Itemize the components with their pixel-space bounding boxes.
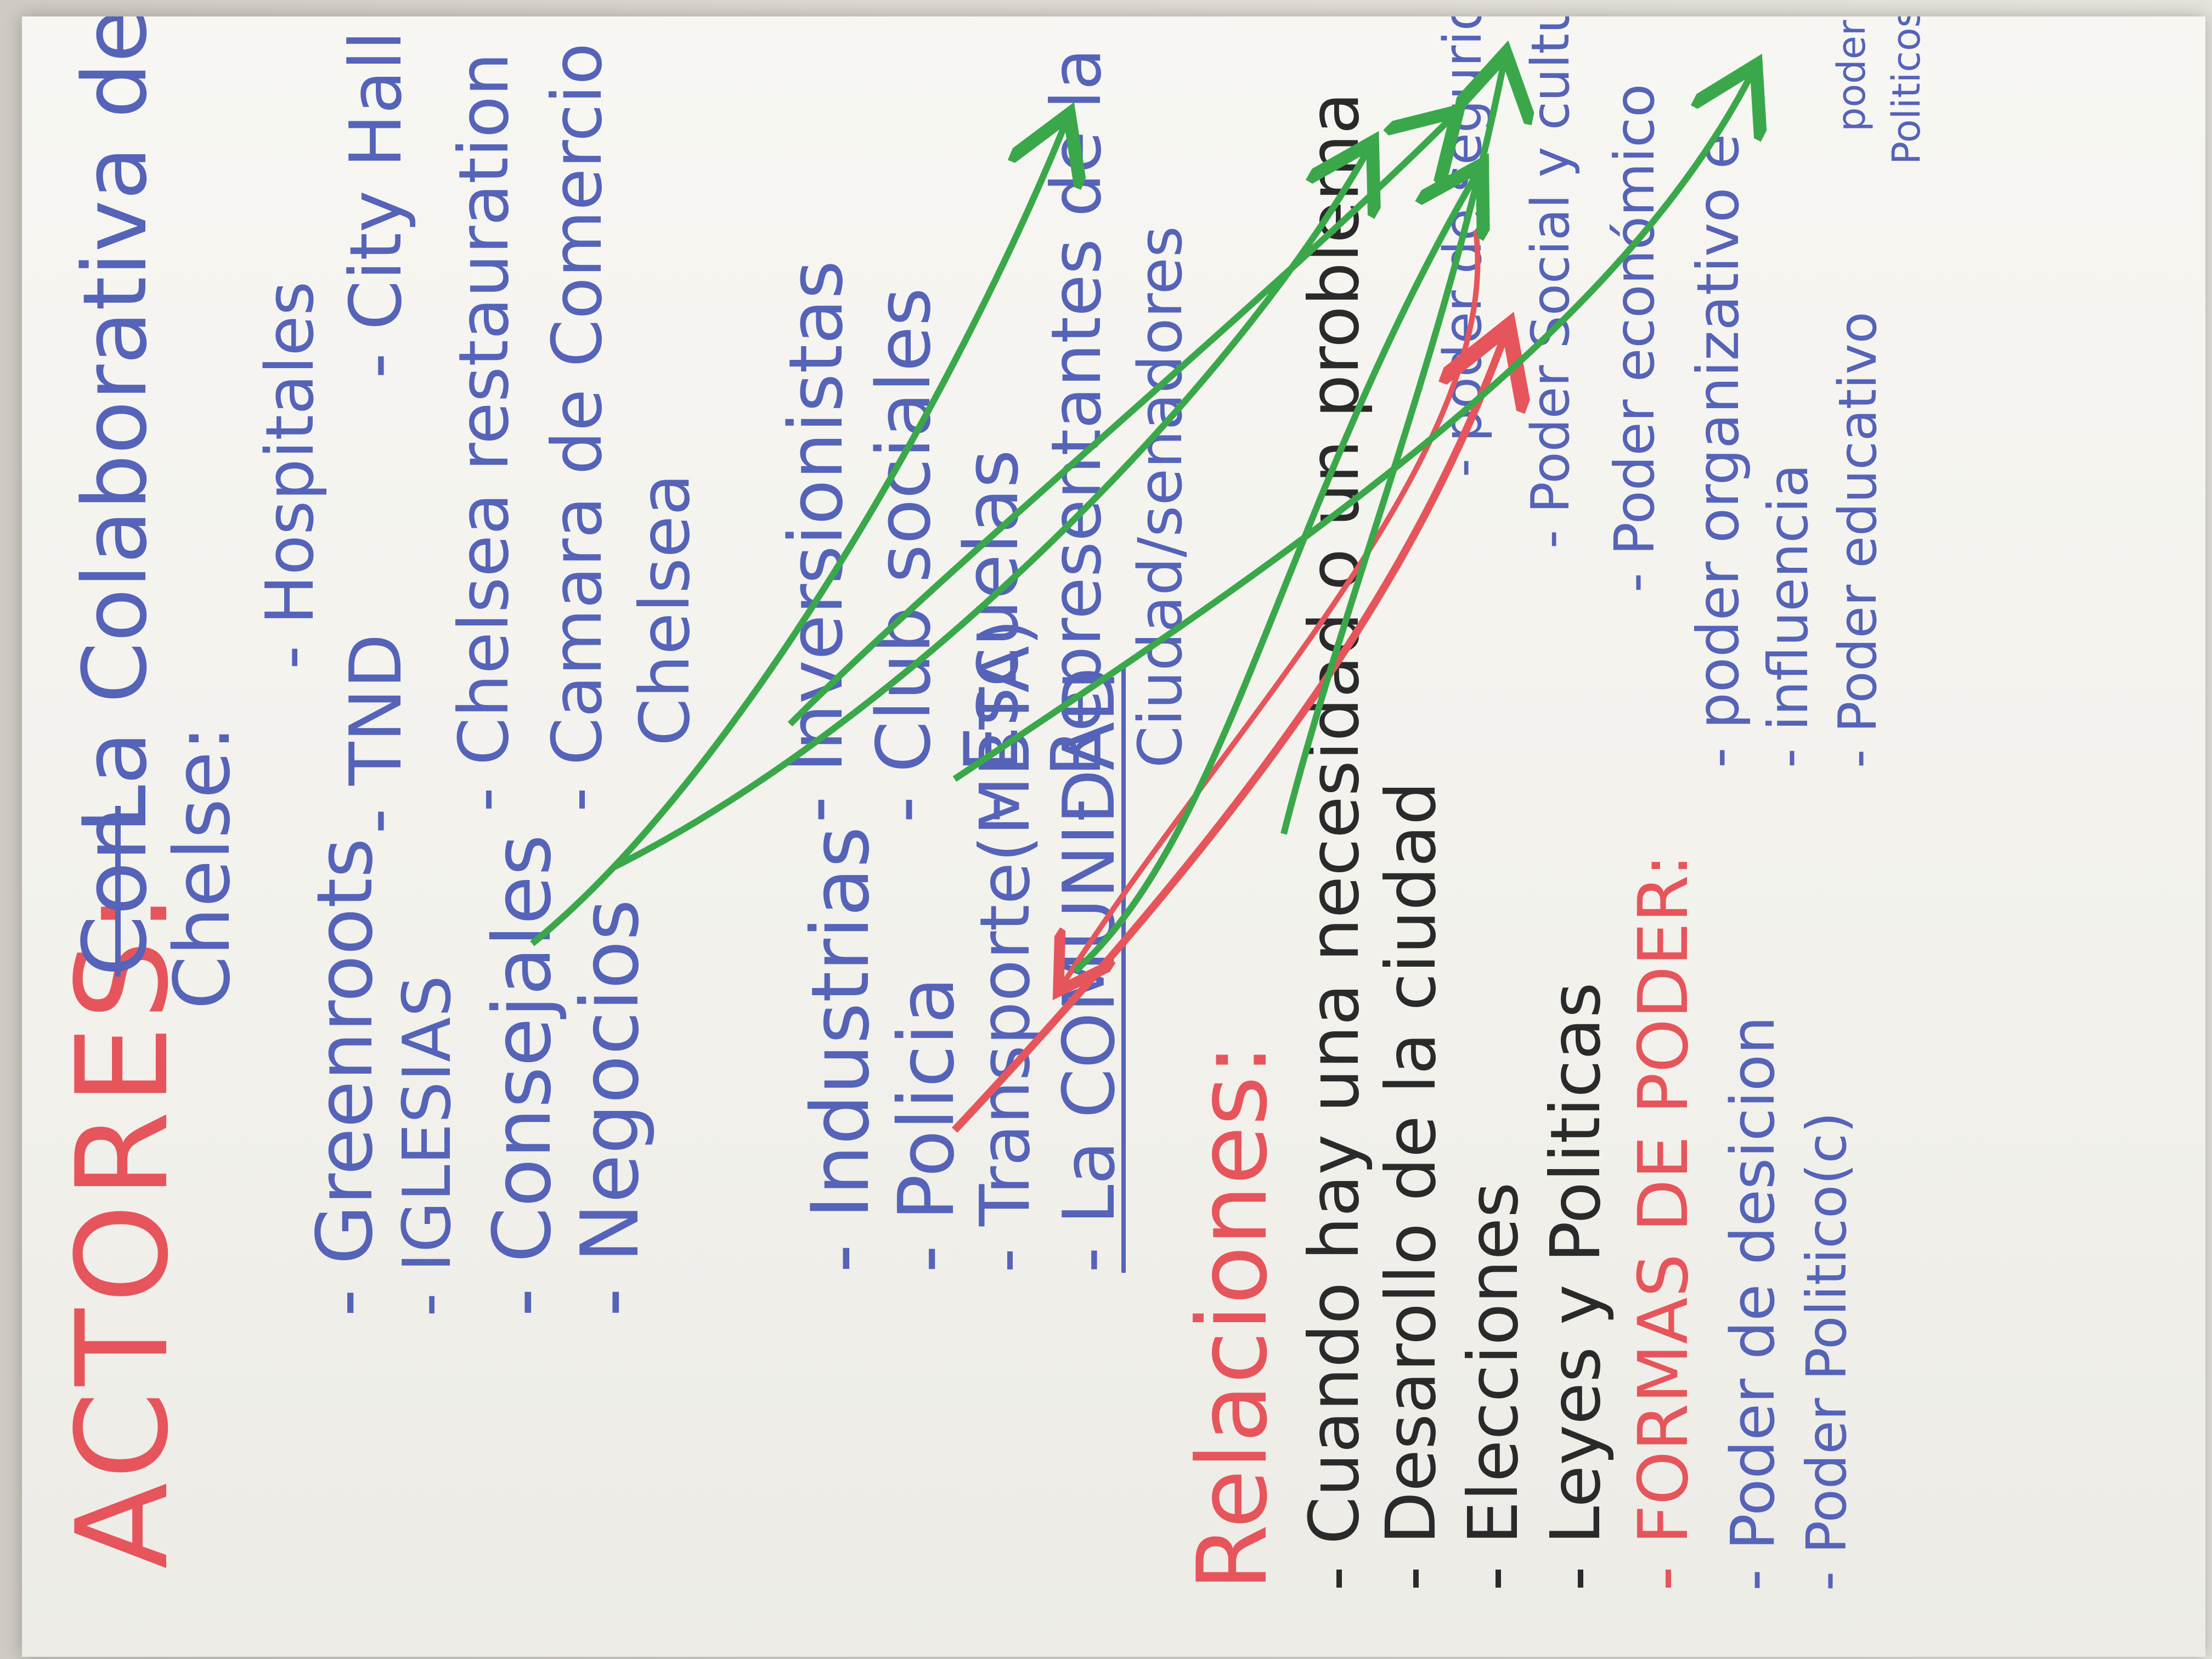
- green-arrow-comunidad: [1073, 176, 1476, 974]
- poster-paper: ACTORES: Con La Colaborativa de Chelse: …: [22, 16, 2205, 1657]
- connector-arrows: [530, 16, 2205, 1133]
- green-arrow-consejales: [530, 126, 1064, 946]
- red-arrow-comunidad: [1064, 230, 1481, 982]
- handwritten-sheet: ACTORES: Con La Colaborativa de Chelse: …: [22, 16, 2205, 1657]
- green-arrow-industrias-2: [952, 77, 1750, 782]
- green-arrow-negocios: [613, 154, 1366, 870]
- green-arrow-industrias-1: [787, 121, 1448, 727]
